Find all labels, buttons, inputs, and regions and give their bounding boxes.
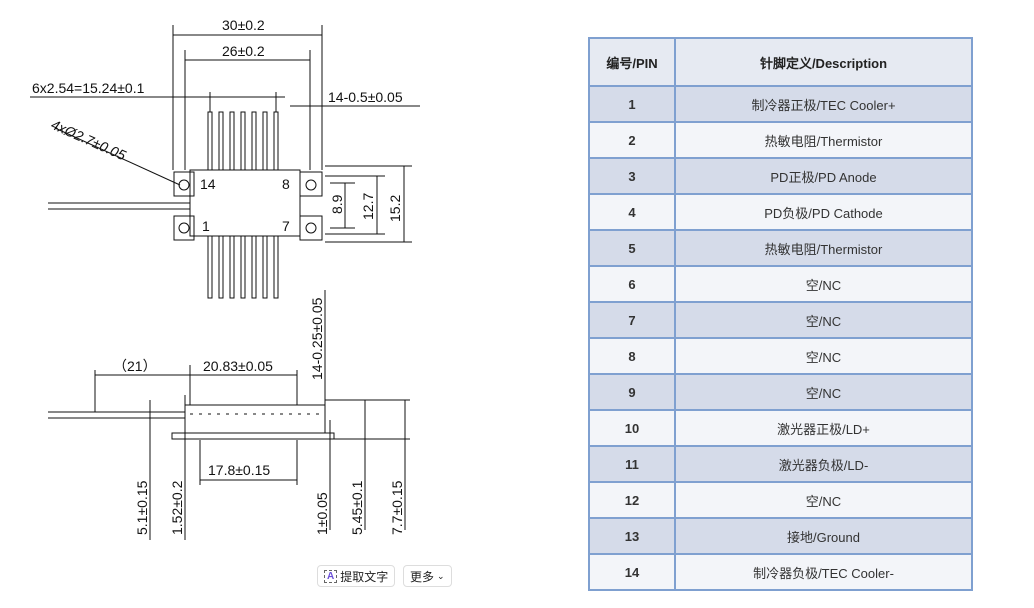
pin-number: 2 bbox=[590, 123, 676, 157]
extract-text-label: 提取文字 bbox=[340, 569, 389, 584]
svg-text:30±0.2: 30±0.2 bbox=[222, 17, 265, 33]
pin-lead bbox=[207, 235, 213, 299]
svg-text:20.83±0.05: 20.83±0.05 bbox=[203, 358, 273, 374]
svg-text:6x2.54=15.24±0.1: 6x2.54=15.24±0.1 bbox=[32, 80, 145, 96]
pin-lead bbox=[207, 111, 213, 171]
pin-number: 6 bbox=[590, 267, 676, 301]
svg-text:4xØ2.7±0.05: 4xØ2.7±0.05 bbox=[49, 116, 129, 163]
pin-description: 空/NC bbox=[805, 385, 842, 401]
pin-lead bbox=[218, 235, 224, 299]
pin-description: 热敏电阻/Thermistor bbox=[764, 241, 883, 257]
table-row: 3 PD正极/PD Anode bbox=[590, 157, 971, 193]
side-view: （21） 20.83±0.05 17.8±0.15 14-0.25±0.05 5… bbox=[48, 290, 410, 540]
pin-lead bbox=[251, 111, 257, 171]
table-row: 1 制冷器正极/TEC Cooler+ bbox=[590, 85, 971, 121]
svg-text:26±0.2: 26±0.2 bbox=[222, 43, 265, 59]
table-header: 编号/PIN 针脚定义/Description bbox=[590, 39, 971, 85]
svg-text:15.2: 15.2 bbox=[387, 195, 403, 222]
pin-lead bbox=[273, 235, 279, 299]
svg-text:1.52±0.2: 1.52±0.2 bbox=[169, 480, 185, 535]
svg-text:8.9: 8.9 bbox=[329, 194, 345, 214]
pin-number: 9 bbox=[590, 375, 676, 409]
pin-number: 5 bbox=[590, 231, 676, 265]
package-outline-drawing: 30±0.2 26±0.2 6x2.54=15.24±0.1 14-0.5±0.… bbox=[30, 17, 420, 540]
pin-number: 12 bbox=[590, 483, 676, 517]
pin-lead bbox=[262, 111, 268, 171]
pin-number: 4 bbox=[590, 195, 676, 229]
pin-lead bbox=[240, 111, 246, 171]
svg-text:5.1±0.15: 5.1±0.15 bbox=[134, 480, 150, 535]
table-row: 10 激光器正极/LD+ bbox=[590, 409, 971, 445]
svg-text:14-0.25±0.05: 14-0.25±0.05 bbox=[309, 297, 325, 380]
pin-lead bbox=[218, 111, 224, 171]
table-row: 4 PD负极/PD Cathode bbox=[590, 193, 971, 229]
pin-description: 激光器负极/LD- bbox=[778, 457, 869, 473]
pin-lead bbox=[240, 235, 246, 299]
pin-description: 空/NC bbox=[805, 493, 842, 509]
table-row: 7 空/NC bbox=[590, 301, 971, 337]
pin-number: 8 bbox=[590, 339, 676, 373]
table-row: 11 激光器负极/LD- bbox=[590, 445, 971, 481]
chevron-down-icon: ⌄ bbox=[437, 570, 445, 581]
more-label: 更多 bbox=[410, 569, 435, 584]
svg-text:12.7: 12.7 bbox=[360, 193, 376, 220]
svg-text:7: 7 bbox=[282, 218, 290, 234]
pin-lead bbox=[229, 111, 235, 171]
pin-lead bbox=[229, 235, 235, 299]
pin-description: 制冷器正极/TEC Cooler+ bbox=[751, 97, 896, 113]
pin-description: 空/NC bbox=[805, 349, 842, 365]
pin-description: PD负极/PD Cathode bbox=[764, 205, 883, 221]
svg-text:1: 1 bbox=[202, 218, 210, 234]
svg-text:1±0.05: 1±0.05 bbox=[314, 492, 330, 535]
pin-description: 制冷器负极/TEC Cooler- bbox=[753, 565, 894, 581]
table-row: 13 接地/Ground bbox=[590, 517, 971, 553]
table-row: 5 热敏电阻/Thermistor bbox=[590, 229, 971, 265]
header-description: 针脚定义/Description bbox=[759, 55, 888, 71]
text-scan-icon: A bbox=[324, 569, 338, 583]
pin-number: 13 bbox=[590, 519, 676, 553]
svg-text:17.8±0.15: 17.8±0.15 bbox=[208, 462, 270, 478]
table-row: 9 空/NC bbox=[590, 373, 971, 409]
top-view: 30±0.2 26±0.2 6x2.54=15.24±0.1 14-0.5±0.… bbox=[30, 17, 420, 299]
pin-number: 7 bbox=[590, 303, 676, 337]
table-row: 6 空/NC bbox=[590, 265, 971, 301]
table-row: 2 热敏电阻/Thermistor bbox=[590, 121, 971, 157]
table-row: 12 空/NC bbox=[590, 481, 971, 517]
pin-number: 10 bbox=[590, 411, 676, 445]
pin-number: 3 bbox=[590, 159, 676, 193]
svg-text:14: 14 bbox=[200, 176, 216, 192]
svg-text:14-0.5±0.05: 14-0.5±0.05 bbox=[328, 89, 403, 105]
table-row: 8 空/NC bbox=[590, 337, 971, 373]
more-button[interactable]: 更多 ⌄ bbox=[403, 565, 452, 587]
pin-number: 14 bbox=[590, 555, 676, 589]
table-row: 14 制冷器负极/TEC Cooler- bbox=[590, 553, 971, 589]
svg-text:8: 8 bbox=[282, 176, 290, 192]
pin-number: 11 bbox=[590, 447, 676, 481]
pin-description: 激光器正极/LD+ bbox=[777, 421, 870, 437]
pin-lead bbox=[251, 235, 257, 299]
svg-text:7.7±0.15: 7.7±0.15 bbox=[389, 480, 405, 535]
pin-lead bbox=[273, 111, 279, 171]
pin-definition-table: 编号/PIN 针脚定义/Description 1 制冷器正极/TEC Coole… bbox=[588, 37, 973, 591]
pin-description: 空/NC bbox=[805, 313, 842, 329]
extract-text-button[interactable]: A 提取文字 bbox=[317, 565, 396, 587]
svg-text:5.45±0.1: 5.45±0.1 bbox=[349, 480, 365, 535]
pin-description: 热敏电阻/Thermistor bbox=[764, 133, 883, 149]
svg-text:（21）: （21） bbox=[113, 358, 157, 374]
pin-description: 空/NC bbox=[805, 277, 842, 293]
pin-number: 1 bbox=[590, 87, 676, 121]
pin-description: 接地/Ground bbox=[787, 529, 860, 545]
pin-description: PD正极/PD Anode bbox=[770, 169, 877, 185]
header-pin: 编号/PIN bbox=[590, 39, 676, 85]
pin-lead bbox=[262, 235, 268, 299]
